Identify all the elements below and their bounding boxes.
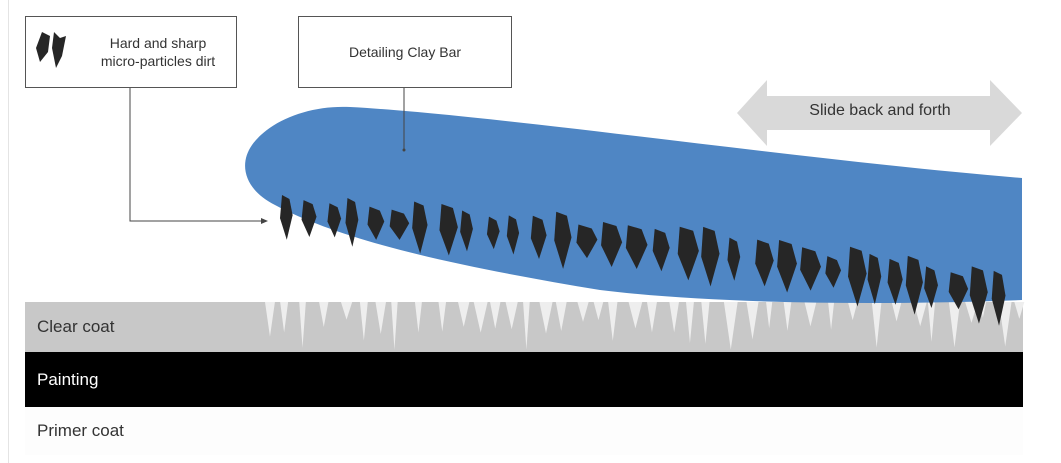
legend-clay-label: Detailing Clay Bar <box>348 44 462 60</box>
dirt-particle <box>991 270 1006 326</box>
scratch <box>723 302 738 350</box>
scratch <box>359 302 368 341</box>
scratch <box>523 302 530 350</box>
layer-painting: Painting <box>25 352 1023 407</box>
scratch <box>646 302 657 333</box>
dirt-particle <box>530 215 547 259</box>
scratch <box>473 302 488 333</box>
left-border <box>8 0 9 463</box>
arrowhead-icon <box>261 218 268 224</box>
dirt-particle <box>280 195 293 240</box>
dirt-particle <box>601 221 623 267</box>
layer-primer-coat: Primer coat <box>25 407 1023 455</box>
scratch <box>340 302 353 320</box>
scratch <box>414 302 422 333</box>
dirt-particle <box>825 256 842 288</box>
scratch <box>458 302 470 327</box>
dirt-particle <box>625 225 648 269</box>
particle-icon <box>36 32 66 68</box>
scratch <box>438 302 447 332</box>
dirt-particle <box>887 258 903 305</box>
dirt-particle <box>486 216 500 250</box>
dirt-particle <box>367 206 385 240</box>
scratch <box>505 302 518 330</box>
scratch <box>766 302 773 329</box>
scratch <box>871 302 882 348</box>
scratch <box>608 302 618 341</box>
scratch <box>265 302 275 337</box>
scratch <box>828 302 835 330</box>
layer-label: Primer coat <box>37 421 124 440</box>
legend-clay-box: Detailing Clay Bar <box>298 16 512 88</box>
dirt-particle <box>554 211 572 269</box>
scratch <box>948 302 961 348</box>
scratch <box>804 302 817 327</box>
dirt-particle <box>777 239 797 293</box>
dirt-particle <box>948 272 969 310</box>
dirt-particle <box>412 201 428 254</box>
scratch <box>1014 302 1025 319</box>
scratches <box>265 302 1025 350</box>
scratch <box>539 302 553 334</box>
legend-particles-box: Hard and sharp micro-particles dirt <box>25 16 237 88</box>
scratch <box>628 302 643 329</box>
dirt-particle <box>924 266 938 308</box>
scratch <box>913 302 927 327</box>
scratch <box>686 302 694 344</box>
dirt-particle <box>867 253 882 305</box>
scratch <box>490 302 501 329</box>
dirt-particle <box>677 226 699 281</box>
dirt-particles <box>280 195 1006 326</box>
scratch <box>783 302 792 331</box>
dirt-particle <box>439 204 458 256</box>
scratch <box>593 302 604 321</box>
scratch <box>669 302 679 333</box>
scratch <box>555 302 567 332</box>
slide-label: Slide back and forth <box>809 102 951 119</box>
dirt-particle <box>345 197 359 247</box>
legend-particles-line2: micro-particles dirt <box>100 53 216 69</box>
scratch <box>998 302 1012 347</box>
dirt-particle <box>506 215 520 255</box>
arrowhead-icon <box>402 148 406 152</box>
dirt-particle <box>460 210 473 252</box>
dirt-particle <box>848 246 867 307</box>
dirt-particle <box>301 200 317 238</box>
legend-particles-line1: Hard and sharp <box>109 35 207 51</box>
scratch <box>299 302 306 348</box>
dirt-particle <box>389 209 410 240</box>
scratch <box>847 302 858 321</box>
dirt-particle <box>755 239 774 287</box>
leader-line-particles <box>129 86 262 222</box>
scratch <box>701 302 710 344</box>
scratch <box>391 302 398 350</box>
layer-label: Clear coat <box>37 317 115 336</box>
dirt-particle <box>701 226 720 287</box>
scratch <box>375 302 386 335</box>
scratch <box>280 302 289 333</box>
dirt-particle <box>652 228 670 272</box>
scratch <box>746 302 759 340</box>
dirt-particle <box>576 224 598 259</box>
layer-label: Painting <box>37 369 99 389</box>
dirt-particle <box>727 237 741 281</box>
clay-bar <box>245 106 1022 303</box>
dirt-particle <box>905 255 923 315</box>
dirt-particle <box>969 266 988 324</box>
scratch <box>927 302 936 342</box>
scratch <box>319 302 329 327</box>
dirt-particle <box>800 247 821 291</box>
scratch <box>577 302 589 322</box>
scratch <box>891 302 902 322</box>
dirt-particle <box>327 203 342 238</box>
slide-arrow <box>737 80 1022 146</box>
